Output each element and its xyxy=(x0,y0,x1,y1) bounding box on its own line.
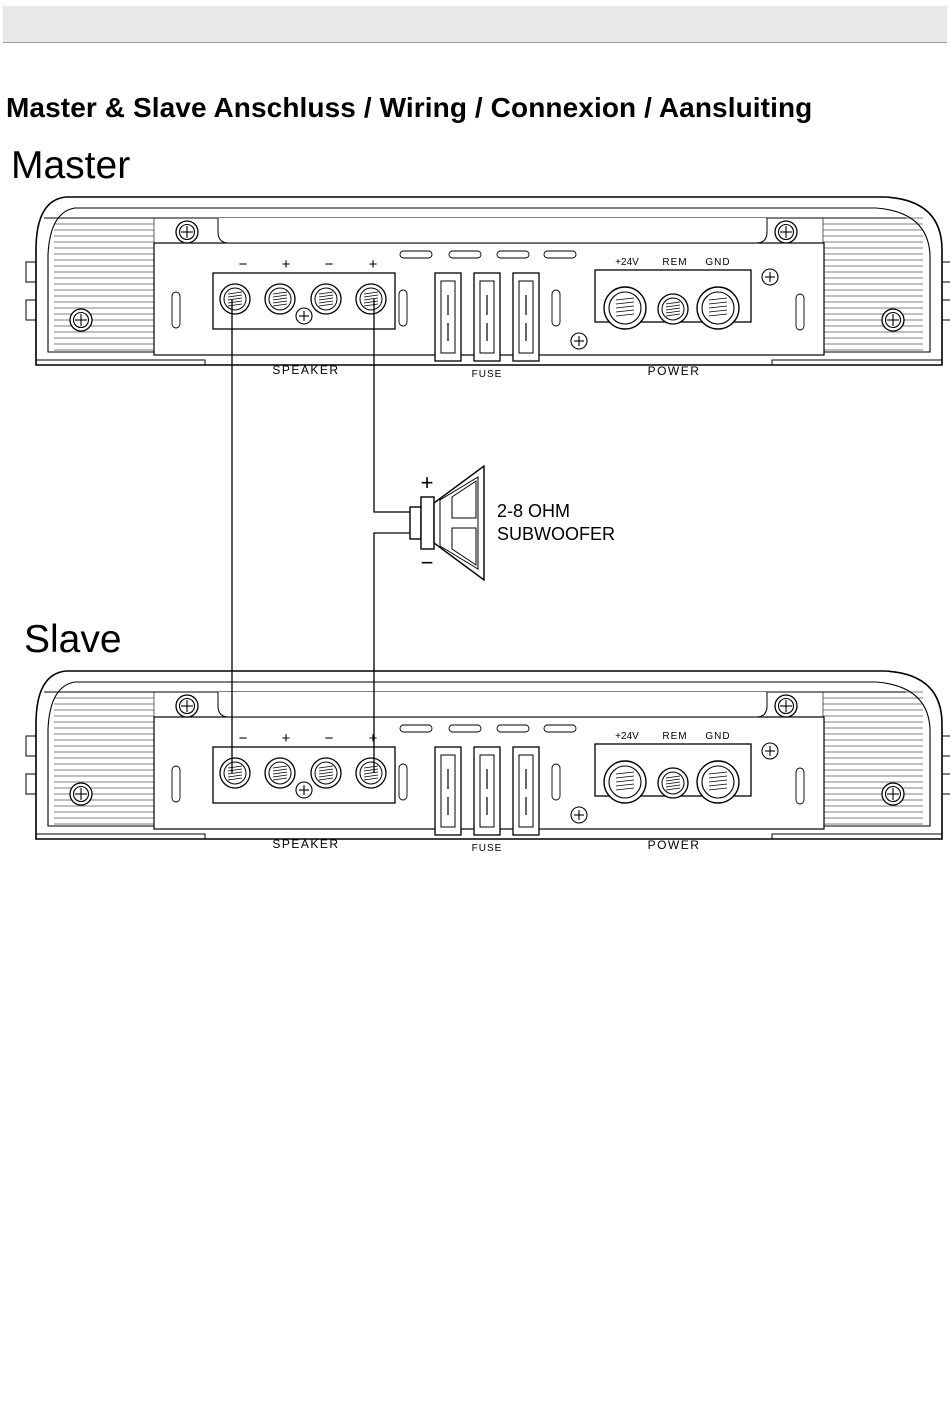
master-power-terminal-gnd-label: GND xyxy=(705,257,730,268)
master-speaker-terminal-1-label: − xyxy=(239,256,248,273)
master-power-terminal-24v-label: +24V xyxy=(615,257,639,268)
master-speaker-terminal-4-label: + xyxy=(369,256,378,273)
subwoofer-impedance-label: 2-8 OHM xyxy=(497,501,570,521)
master-amplifier-body xyxy=(26,197,950,365)
master-speaker-terminal-3-label: − xyxy=(325,256,334,273)
subwoofer-name-label: SUBWOOFER xyxy=(497,524,615,544)
slave-power-label: POWER xyxy=(648,838,701,852)
slave-power-terminal-24v-label: +24V xyxy=(615,731,639,742)
slave-speaker-terminal-1-label: − xyxy=(239,730,248,747)
master-fuse-label: FUSE xyxy=(472,369,503,380)
master-power-terminal-rem-label: REM xyxy=(662,257,687,268)
subwoofer-plus-label: + xyxy=(421,470,434,495)
slave-fuse-label: FUSE xyxy=(472,843,503,854)
master-power-label: POWER xyxy=(648,364,701,378)
slave-speaker-terminal-2-label: + xyxy=(282,730,291,747)
slave-speaker-terminal-3-label: − xyxy=(325,730,334,747)
subwoofer-minus-label: − xyxy=(421,550,434,575)
slave-power-terminal-gnd-label: GND xyxy=(705,731,730,742)
slave-amplifier: − + − + SPEAKER FUSE +24V REM GND POWER xyxy=(26,671,950,854)
master-amplifier: − + − + SPEAKER FUSE +24V REM GND POWER xyxy=(26,197,950,380)
slave-speaker-terminal-4-label: + xyxy=(369,730,378,747)
master-speaker-terminal-2-label: + xyxy=(282,256,291,273)
slave-amplifier-body xyxy=(26,671,950,839)
slave-power-terminal-rem-label: REM xyxy=(662,731,687,742)
slave-speaker-label: SPEAKER xyxy=(272,837,339,851)
master-speaker-label: SPEAKER xyxy=(272,363,339,377)
